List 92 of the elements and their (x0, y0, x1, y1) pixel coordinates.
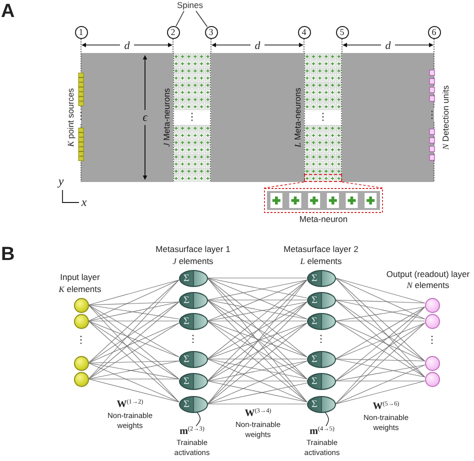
connection-line (335, 300, 426, 304)
connection-line (88, 322, 180, 364)
output-neuron (424, 372, 440, 386)
connection-line (88, 320, 180, 358)
summation-neuron: Σ (306, 396, 336, 412)
connection-line (88, 280, 180, 306)
summation-neuron: Σ (178, 396, 208, 412)
connection-line (88, 302, 180, 306)
axis-label: x (80, 195, 88, 210)
ellipsis-mark: ⋮ (427, 334, 437, 347)
connection-line (88, 378, 180, 380)
weight-label: W$^{(3→4)}$ (244, 407, 272, 420)
inset-caption: Meta-neuron (298, 214, 349, 225)
summation-neuron: Σ (178, 350, 208, 368)
connection-line (88, 280, 180, 364)
connection-line (335, 306, 426, 404)
connection-line (335, 306, 426, 322)
weight-label: W$^{(1→2)}$ (116, 398, 144, 411)
input-neuron (74, 356, 88, 370)
connection-line (335, 278, 426, 304)
ellipsis-mark: ⋮ (188, 333, 198, 346)
step-number: 1 (74, 26, 88, 38)
leader-line (196, 10, 208, 28)
weight-label: W$^{(5→6)}$ (372, 400, 400, 413)
connection-line (335, 364, 426, 404)
summation-neuron: Σ (178, 372, 208, 390)
layer-label: Metasurface layer 2 L elements (282, 244, 360, 267)
ellipsis-mark: ⋮ (76, 334, 86, 347)
connection-line (88, 362, 180, 402)
connection-line (335, 358, 426, 378)
connection-line (88, 280, 180, 380)
zoom-callout-line (264, 182, 384, 188)
step-number: 4 (298, 26, 310, 38)
step-number: 5 (336, 26, 348, 38)
step-number: 6 (428, 26, 440, 38)
connection-line (207, 358, 307, 360)
leader-line (176, 10, 184, 27)
summation-neuron: Σ (306, 312, 336, 330)
connection-line (335, 380, 426, 404)
summation-neuron: Σ (306, 372, 336, 390)
connection-line (335, 300, 426, 320)
connection-line (88, 320, 179, 322)
input-neuron (74, 314, 88, 328)
ellipsis-mark: ⋮ (187, 111, 197, 124)
connection-line (88, 304, 180, 402)
summation-neuron: Σ (178, 270, 208, 286)
ellipsis-mark: ⋮ (318, 111, 328, 124)
output-neuron (424, 314, 440, 328)
step-number: 3 (204, 26, 218, 38)
array-label: K point sources (66, 86, 76, 149)
connection-line (88, 280, 180, 322)
connection-line (335, 278, 426, 320)
panel-label: A (1, 0, 16, 24)
connection-line (335, 380, 426, 382)
step-number: 2 (166, 26, 180, 38)
connection-line (335, 364, 426, 382)
summation-neuron: Σ (178, 312, 208, 330)
summation-neuron: Σ (178, 292, 208, 308)
connection-line (335, 322, 426, 404)
input-neuron (74, 298, 88, 312)
summation-neuron: Σ (306, 292, 336, 308)
ellipsis-mark: ⋮ (427, 109, 437, 122)
layer-label: Metasurface layer 1 J elements (154, 244, 232, 267)
summation-neuron: Σ (306, 350, 336, 368)
input-neuron (74, 372, 88, 386)
highlight-box (304, 174, 342, 182)
leader-line (196, 412, 201, 426)
output-neuron (424, 356, 440, 370)
connection-line (335, 278, 426, 362)
connection-line (335, 358, 426, 362)
axis-label: y (56, 174, 65, 189)
connection-line (207, 320, 307, 322)
connection-line (88, 320, 180, 402)
array-label: N Detection units (440, 84, 452, 152)
ellipsis-mark: ⋮ (76, 110, 86, 123)
array-label: L Meta-neurons (292, 86, 304, 149)
math-label: m$^{(2→3)}$ (180, 426, 204, 438)
connection-line (88, 378, 180, 402)
annotation-label: Spines (175, 0, 205, 11)
connection-line (207, 380, 307, 382)
math-label: m$^{(4→5)}$ (310, 426, 334, 438)
leader-line (324, 412, 329, 426)
output-neuron (424, 298, 440, 312)
summation-neuron: Σ (306, 270, 336, 286)
connection-line (335, 320, 425, 322)
ellipsis-mark: ⋮ (316, 333, 326, 346)
connection-line (88, 360, 180, 364)
connection-line (335, 278, 426, 378)
panel-label: B (1, 243, 16, 267)
layer-label: Output (readout) layer N elements (385, 269, 471, 291)
layer-label: Input layer K elements (58, 272, 102, 295)
array-label: J Meta-neurons (162, 86, 172, 149)
